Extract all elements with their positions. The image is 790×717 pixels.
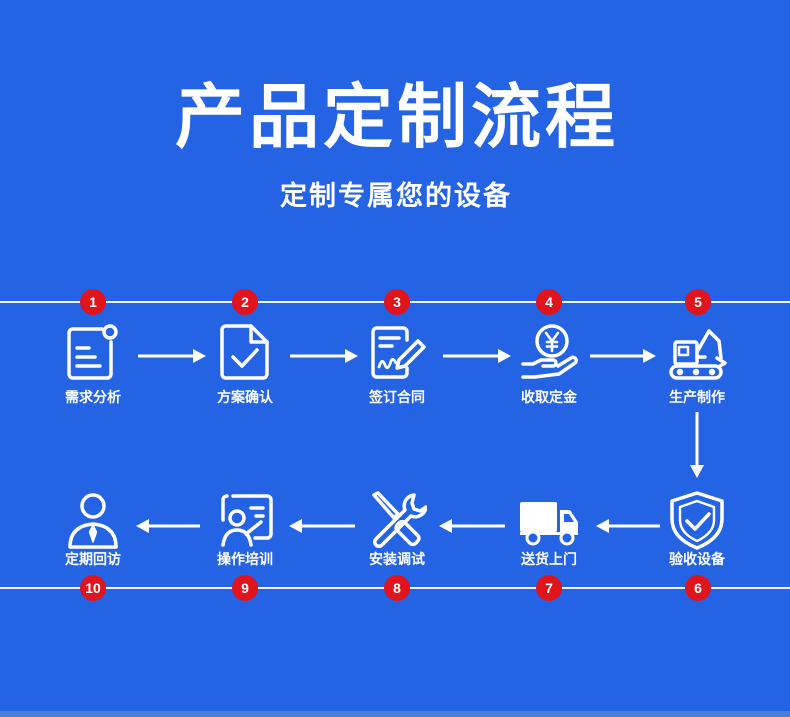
step-production: 生产制作 <box>642 322 752 406</box>
step-label: 验收设备 <box>669 551 725 567</box>
plan-confirm-icon <box>215 322 275 382</box>
step-number-badge: 3 <box>384 289 410 315</box>
step-label: 签订合同 <box>369 389 425 405</box>
arrow-step-8-to-9 <box>289 519 355 533</box>
contract-sign-icon <box>367 322 427 382</box>
step-contract-sign: 签订合同 <box>342 322 452 406</box>
step-label: 操作培训 <box>217 551 273 567</box>
step-label: 安装调试 <box>369 551 425 567</box>
step-label: 送货上门 <box>521 551 577 567</box>
step-number-badge: 9 <box>232 575 258 601</box>
step-number-badge: 2 <box>232 289 258 315</box>
step-number-badge: 7 <box>536 575 562 601</box>
arrow-step-4-to-5 <box>590 349 656 363</box>
arrow-step-2-to-3 <box>290 349 358 363</box>
step-number-badge: 5 <box>685 289 711 315</box>
training-board-icon <box>215 490 275 550</box>
step-number-badge: 4 <box>536 289 562 315</box>
step-label: 定期回访 <box>65 551 121 567</box>
arrow-step-5-to-6 <box>690 412 704 478</box>
step-requirement-analysis: 需求分析 <box>38 322 148 406</box>
step-training: 操作培训 <box>190 490 300 568</box>
step-plan-confirm: 方案确认 <box>190 322 300 406</box>
page-title: 产品定制流程 <box>175 78 619 156</box>
deposit-coin-icon <box>519 322 579 382</box>
arrow-step-7-to-8 <box>439 519 505 533</box>
arrow-step-1-to-2 <box>138 349 206 363</box>
requirement-analysis-icon <box>63 322 123 382</box>
wrench-screwdriver-icon <box>367 490 427 550</box>
arrow-step-9-to-10 <box>136 519 200 533</box>
step-number-badge: 6 <box>685 575 711 601</box>
bottom-band <box>0 711 790 717</box>
step-number-badge: 10 <box>80 575 106 601</box>
step-delivery: 送货上门 <box>494 490 604 568</box>
customer-visit-icon <box>63 490 123 550</box>
step-installation: 安装调试 <box>342 490 452 568</box>
step-label: 需求分析 <box>65 389 121 405</box>
step-number-badge: 1 <box>80 289 106 315</box>
shield-check-icon <box>667 490 727 550</box>
step-acceptance: 验收设备 <box>642 490 752 568</box>
step-label: 方案确认 <box>217 389 273 405</box>
excavator-icon <box>667 322 727 382</box>
arrow-step-6-to-7 <box>596 519 660 533</box>
step-label: 收取定金 <box>521 389 577 405</box>
delivery-truck-icon <box>519 490 579 550</box>
arrow-step-3-to-4 <box>443 349 511 363</box>
page-subtitle: 定制专属您的设备 <box>280 181 512 211</box>
step-number-badge: 8 <box>384 575 410 601</box>
step-label: 生产制作 <box>669 389 725 405</box>
step-deposit: 收取定金 <box>494 322 604 406</box>
step-follow-up: 定期回访 <box>38 490 148 568</box>
